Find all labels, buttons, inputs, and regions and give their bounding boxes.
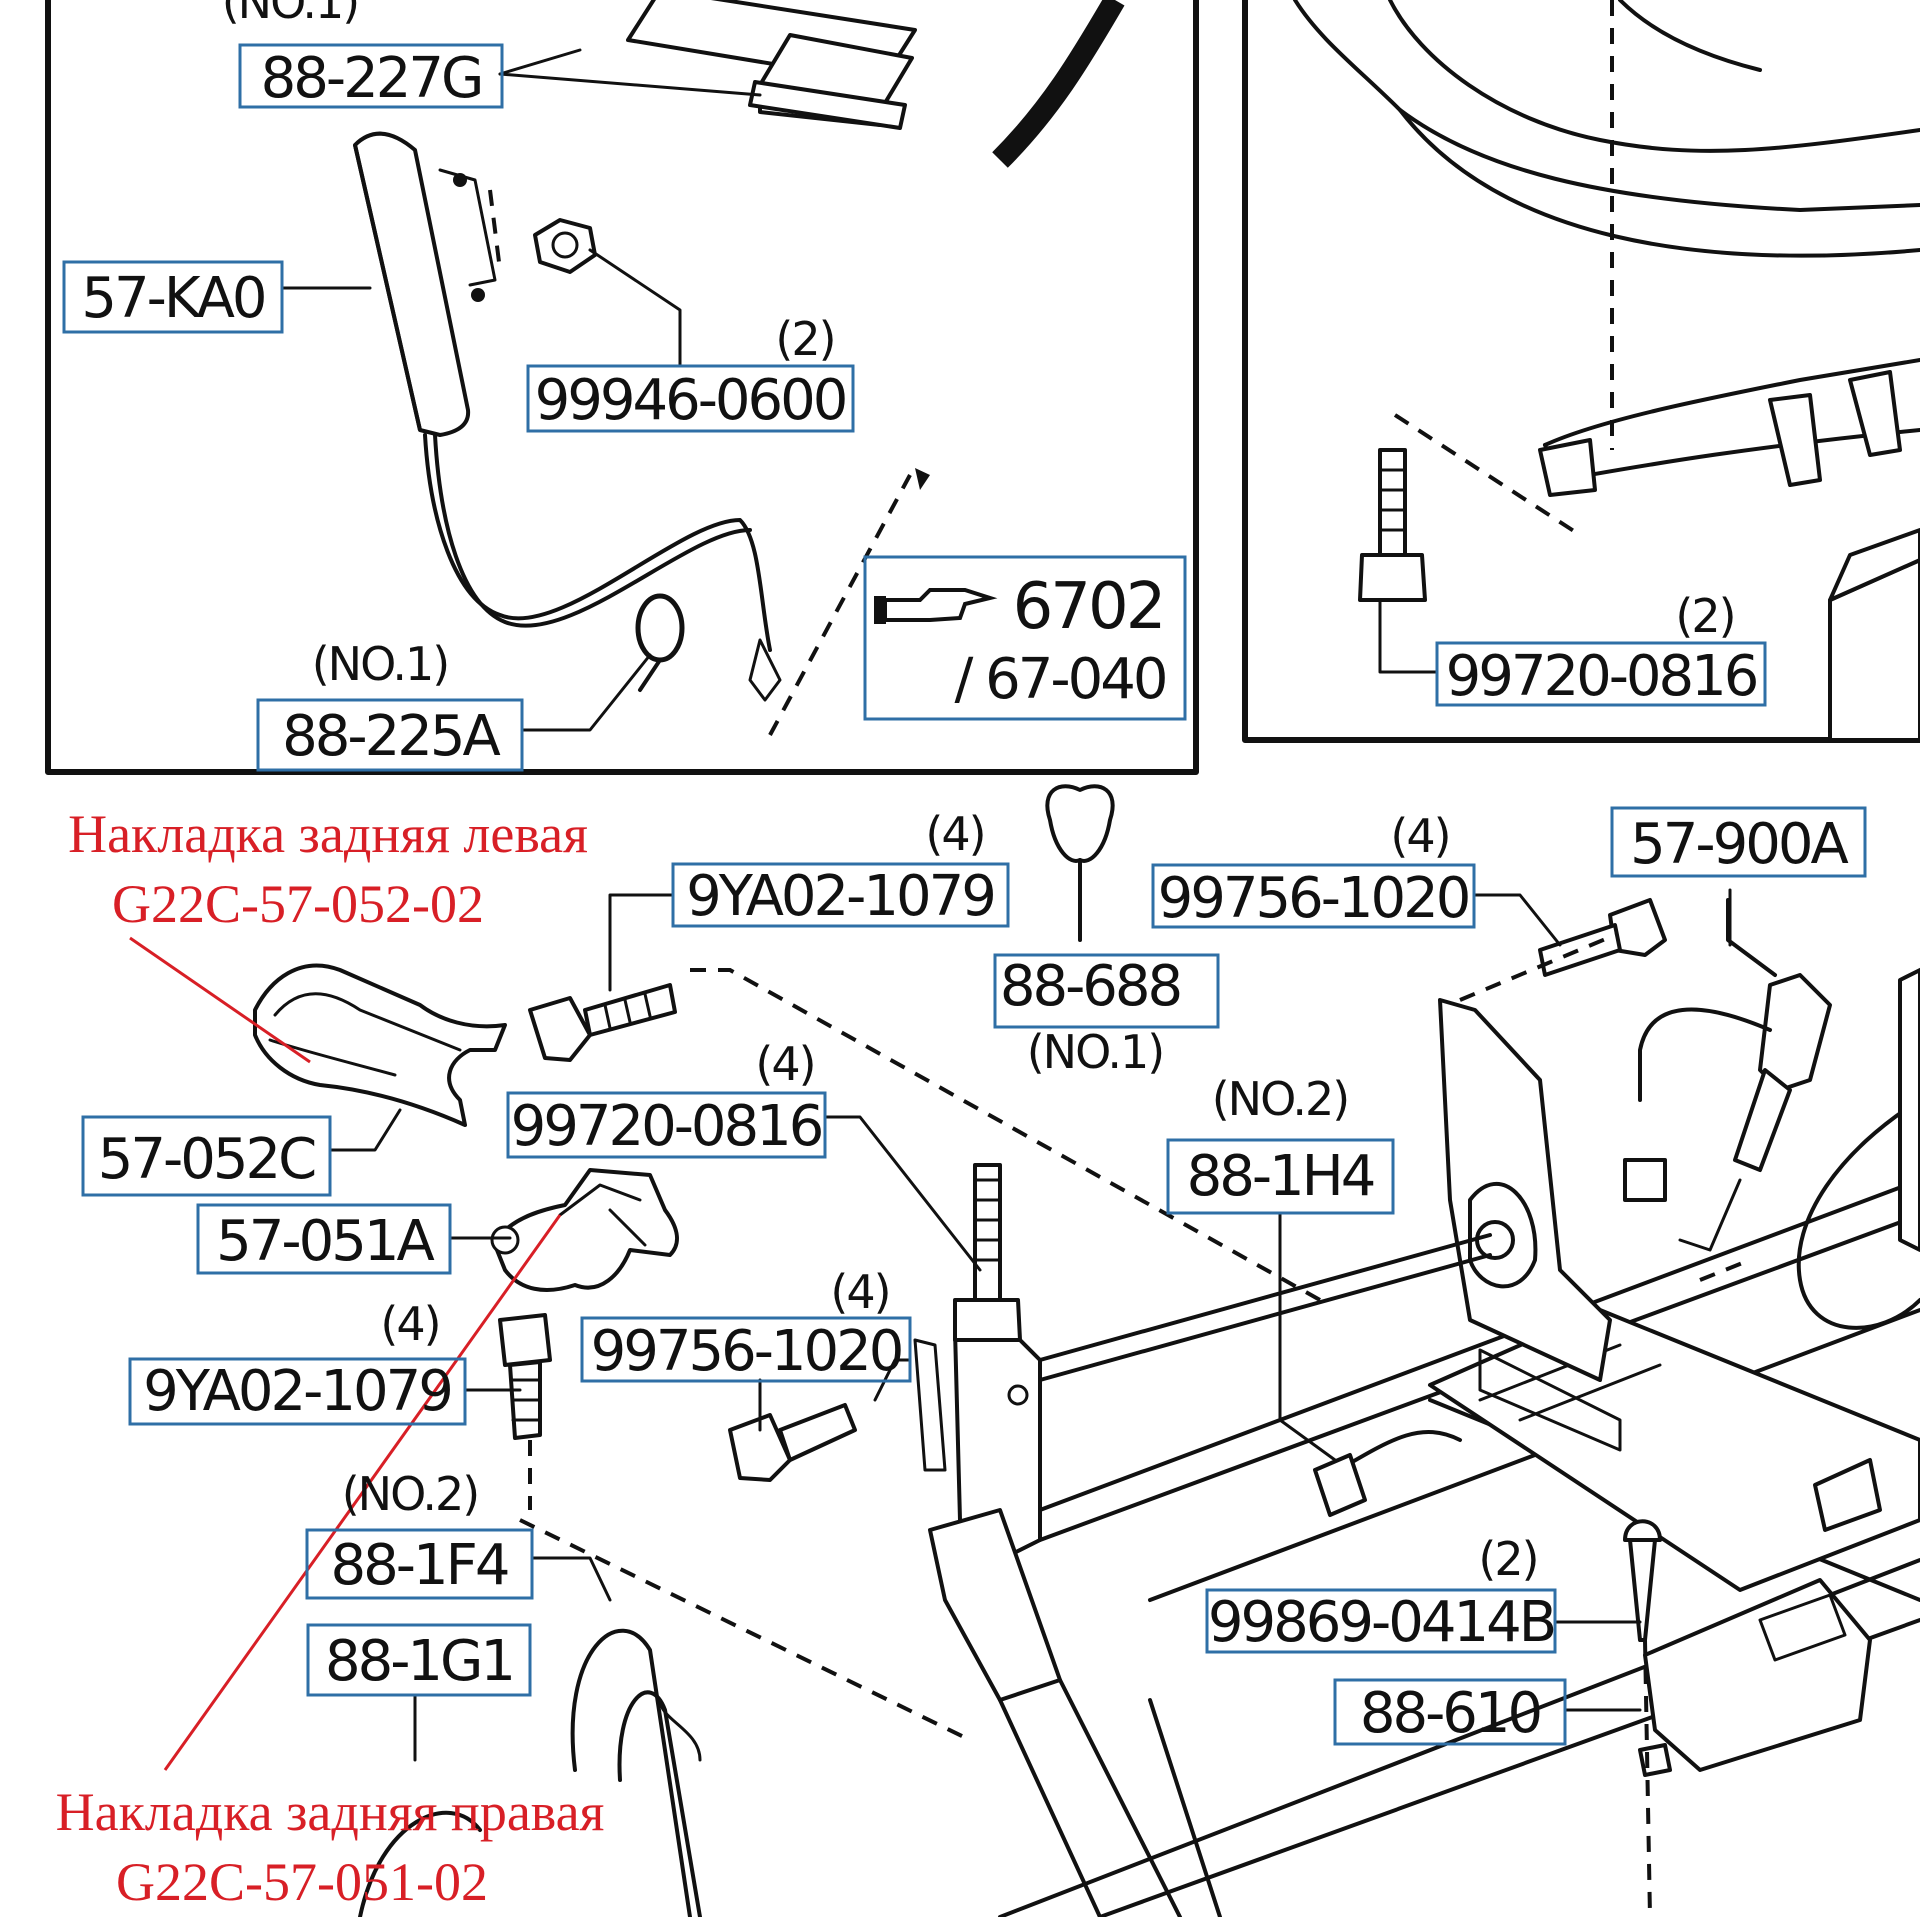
seat-recliner-bracket-drawing — [1038, 998, 1622, 1452]
qty-9YA02-1079-upper: (4) — [925, 807, 984, 861]
code-9YA02-1079-upper: 9YA02-1079 — [686, 864, 994, 929]
part-label-88-1G1[interactable]: 88-1G1 — [306, 1623, 532, 1697]
qty-99756-1020-upper: (4) — [1390, 809, 1449, 863]
part-label-9YA02-1079-upper[interactable]: (4) 9YA02-1079 — [671, 807, 1010, 929]
seat-frame-cushion-drawing — [1293, 0, 1920, 742]
annotation-right-trim: Накладка задняя правая G22C-57-051-02 — [56, 1782, 605, 1912]
clip-88-688-drawing — [1045, 784, 1115, 942]
annotation-right-code: G22C-57-051-02 — [116, 1852, 488, 1912]
code-57-052C: 57-052C — [98, 1127, 315, 1192]
code-99869-0414B: 99869-0414B — [1208, 1590, 1554, 1655]
part-label-99756-1020-upper[interactable]: (4) 99756-1020 — [1151, 809, 1476, 931]
part-label-99720-0816-main[interactable]: (4) 99720-0816 — [506, 1037, 827, 1159]
annotation-right-title: Накладка задняя правая — [56, 1782, 605, 1842]
qty-88-1F4: (NO.2) — [342, 1467, 479, 1521]
part-label-88-225A[interactable]: (NO.1) 88-225A — [256, 637, 524, 772]
code-9YA02-1079-lower: 9YA02-1079 — [143, 1359, 451, 1424]
harness-clip-drawing — [635, 593, 685, 692]
rear-trim-right-drawing — [490, 1168, 679, 1292]
code-88-1H4: 88-1H4 — [1187, 1144, 1374, 1209]
bolt-99756-1020-lower-drawing — [728, 1403, 857, 1482]
annotation-left-code: G22C-57-052-02 — [112, 874, 484, 934]
annotation-leaders — [129, 936, 562, 1771]
part-label-88-688[interactable]: 88-688 (NO.1) — [993, 953, 1220, 1079]
seat-belt-buckle-drawing — [1623, 898, 1920, 1330]
bolt-99756-1020-upper-drawing — [1538, 898, 1667, 977]
qty-88-1H4: (NO.2) — [1212, 1072, 1349, 1126]
code-99720-0816-inset: 99720-0816 — [1446, 644, 1757, 709]
qty-99869-0414B: (2) — [1478, 1532, 1537, 1586]
reference-page: 6702 — [1013, 570, 1164, 644]
qty-88-225A: (NO.1) — [312, 637, 449, 691]
qty-88-227G: (NO.1) — [222, 0, 359, 29]
belt-strap-drawing — [992, 0, 1125, 168]
seat-side-trim-drawing — [1643, 968, 1920, 1772]
code-88-227G: 88-227G — [261, 46, 482, 111]
qty-99946-0600: (2) — [775, 312, 834, 366]
code-57-KA0: 57-KA0 — [81, 266, 264, 331]
bolt-9YA02-1079-lower-drawing — [498, 1313, 552, 1440]
inset-panel-right — [1242, 0, 1920, 743]
reference-group: / 67-040 — [954, 647, 1165, 712]
seat-rail-frame-drawing — [998, 1178, 1920, 1917]
code-99756-1020-lower: 99756-1020 — [591, 1319, 902, 1384]
part-label-88-1F4[interactable]: (NO.2) 88-1F4 — [305, 1467, 534, 1600]
part-label-99869-0414B[interactable]: (2) 99869-0414B — [1205, 1532, 1557, 1655]
harness-connector-88-1H4-drawing — [1313, 1430, 1462, 1517]
code-99720-0816-main: 99720-0816 — [511, 1094, 822, 1159]
qty-88-688: (NO.1) — [1027, 1025, 1164, 1079]
qty-99756-1020-lower: (4) — [830, 1265, 889, 1319]
nut-drawing — [533, 218, 597, 274]
part-label-99946-0600[interactable]: (2) 99946-0600 — [526, 312, 855, 433]
annotation-left-title: Накладка задняя левая — [68, 804, 588, 864]
code-88-1F4: 88-1F4 — [331, 1533, 508, 1598]
pointing-hand-icon — [874, 588, 998, 624]
qty-99720-0816-inset: (2) — [1675, 589, 1734, 643]
leader-lines — [280, 48, 1732, 1762]
side-airbag-module-drawing — [353, 131, 782, 702]
seat-pads-drawing — [626, 0, 917, 130]
part-label-99720-0816-inset[interactable]: (2) 99720-0816 — [1435, 589, 1767, 709]
part-label-9YA02-1079-lower[interactable]: (4) 9YA02-1079 — [128, 1297, 467, 1426]
code-57-900A: 57-900A — [1630, 812, 1848, 877]
seat-pan-side-drawing — [358, 1628, 702, 1917]
reference-box-6702[interactable]: 6702 / 67-040 — [863, 555, 1187, 721]
part-label-88-227G[interactable]: (NO.1) 88-227G — [222, 0, 504, 111]
code-88-610: 88-610 — [1360, 1681, 1540, 1746]
bolt-99720-0816-drawing — [953, 1163, 1022, 1342]
part-label-88-1H4[interactable]: (NO.2) 88-1H4 — [1166, 1072, 1395, 1215]
annotation-left-trim: Накладка задняя левая G22C-57-052-02 — [68, 804, 588, 934]
code-88-1G1: 88-1G1 — [325, 1629, 513, 1694]
qty-9YA02-1079-lower: (4) — [380, 1297, 439, 1351]
code-99946-0600: 99946-0600 — [535, 368, 846, 433]
left-adjuster-drawing — [913, 1318, 1222, 1917]
code-57-051A: 57-051A — [216, 1209, 434, 1274]
nut-88-610-drawing — [1638, 1743, 1672, 1777]
part-label-88-610[interactable]: 88-610 — [1333, 1678, 1567, 1746]
rear-trim-left-drawing — [253, 963, 507, 1127]
part-label-99756-1020-lower[interactable]: (4) 99756-1020 — [580, 1265, 912, 1384]
part-label-57-KA0[interactable]: 57-KA0 — [62, 260, 284, 334]
part-label-57-052C[interactable]: 57-052C — [81, 1115, 332, 1197]
part-label-57-900A[interactable]: 57-900A — [1610, 806, 1867, 878]
main-dashed-guides — [519, 933, 1751, 1917]
right-bolt-drawing — [1358, 448, 1427, 602]
qty-99720-0816-main: (4) — [755, 1037, 814, 1091]
bolt-9YA02-1079-upper-drawing — [528, 983, 677, 1062]
inset-panel-left — [45, 0, 1199, 775]
code-88-688: 88-688 — [1000, 954, 1180, 1019]
inset-pointer-dashed — [768, 468, 930, 736]
part-label-57-051A[interactable]: 57-051A — [196, 1203, 452, 1275]
right-inset-dashed-lines — [1393, 0, 1614, 537]
code-99756-1020-upper: 99756-1020 — [1158, 866, 1469, 931]
code-88-225A: 88-225A — [282, 704, 500, 769]
